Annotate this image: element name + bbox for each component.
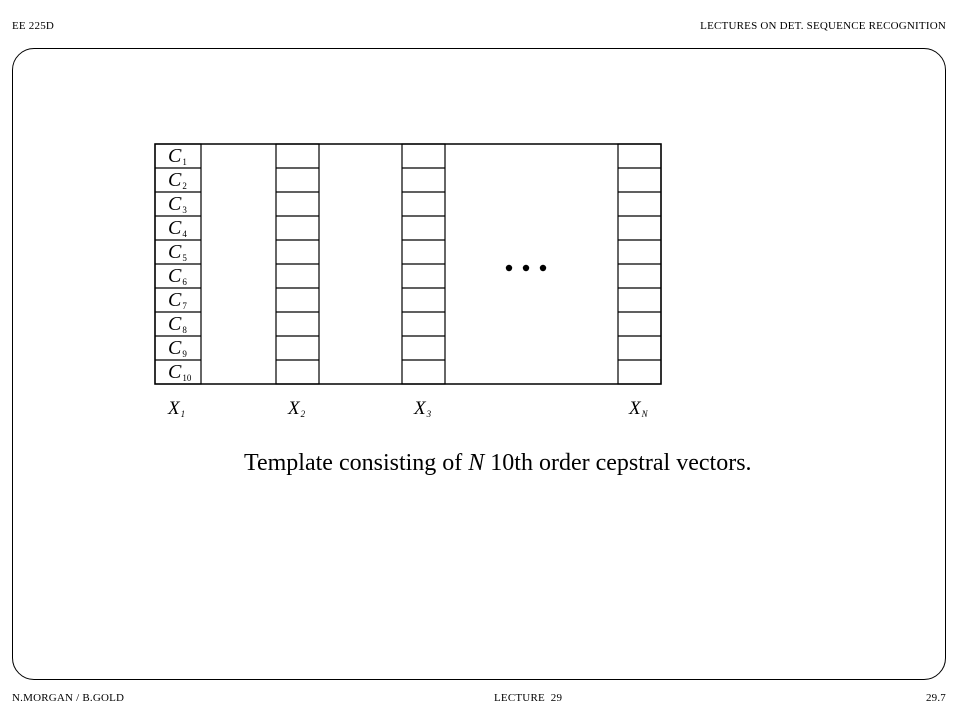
ellipsis-dot-1 (505, 264, 513, 272)
column-label-x2: X2 (288, 398, 306, 419)
ellipsis-dot-2 (522, 264, 530, 272)
header-course-code: EE 225D (12, 20, 55, 32)
ellipsis-dot-3 (539, 264, 547, 272)
vector-column-xn (617, 143, 662, 385)
coefficient-c10: C10 (168, 361, 192, 383)
coefficient-c7: C7 (168, 289, 187, 311)
vector-column-x2 (275, 143, 320, 385)
diagram-caption: Template consisting of N 10th order ceps… (244, 450, 752, 476)
coefficient-c5: C5 (168, 241, 187, 263)
column-label-x3: X3 (414, 398, 432, 419)
coefficient-c1: C1 (168, 145, 187, 167)
vector-column-x3 (401, 143, 446, 385)
footer-page-number: 29.7 (925, 692, 946, 704)
header-lecture-series: LECTURES ON DET. SEQUENCE RECOGNITION (700, 20, 946, 32)
coefficient-c2: C2 (168, 169, 187, 191)
coefficient-c6: C6 (168, 265, 187, 287)
ellipsis-text: • • • (505, 256, 527, 272)
coefficient-c3: C3 (168, 193, 187, 215)
column-label-x1: X1 (168, 398, 186, 419)
coefficient-c8: C8 (168, 313, 187, 335)
coefficient-c4: C4 (168, 217, 187, 239)
footer-lecture-number: LECTURE 29 (494, 692, 563, 704)
column-label-xn: XN (629, 398, 648, 419)
footer-authors: N.MORGAN / B.GOLD (12, 692, 125, 704)
slide-frame (12, 48, 946, 680)
vector-column-x1 (154, 143, 202, 385)
coefficient-c9: C9 (168, 337, 187, 359)
